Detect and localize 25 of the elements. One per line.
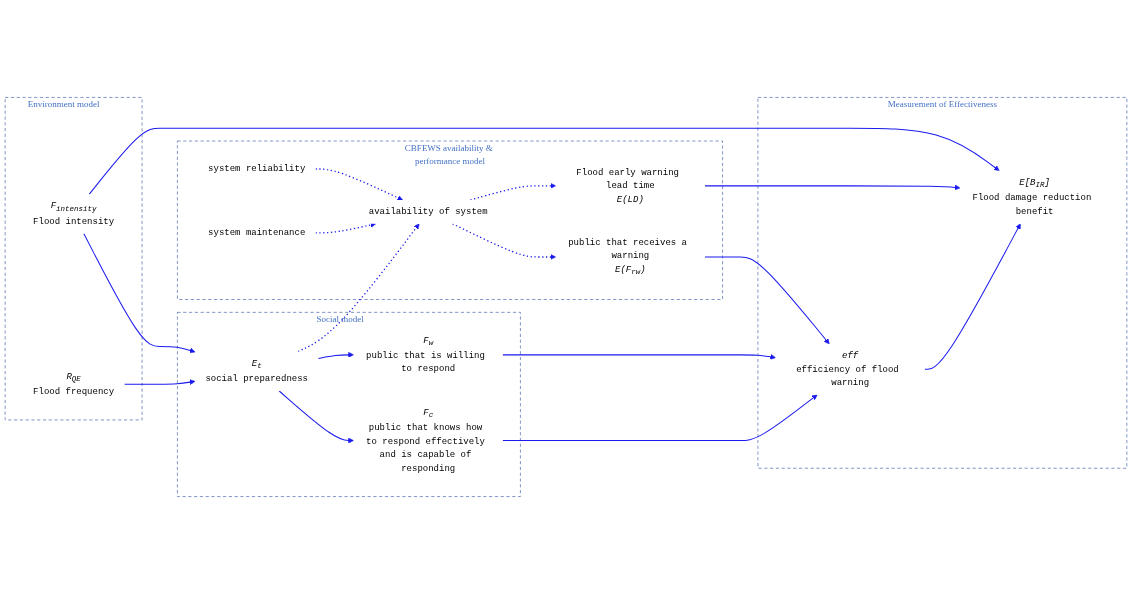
arrow [469,183,557,201]
node-text: system reliability [208,163,306,174]
node-text: public that receives a warning E(F$_{rw}$) [568,236,688,277]
arrow [704,256,830,345]
node-text: eff efficiency of flood warning [796,350,899,388]
node-text: system maintenance [208,227,306,238]
node-text: availability of system [368,206,488,217]
node-text: R$_{QE}$ Flood frequency [33,370,115,397]
arrow [123,379,196,385]
arrow [83,233,196,354]
node-text: Flood early warning lead time E(LD) [576,166,679,205]
arrow [297,223,420,353]
arrow [451,223,557,260]
arrow [502,394,818,442]
node-text: E[B$_{IR}$] Flood damage reduction benefit [972,177,1092,217]
arrow [317,352,354,360]
node-text: F$_{intensity}$ Flood intensity [33,200,115,227]
arrow [704,184,961,191]
node-text: E$_{t}$ social preparedness [205,358,308,384]
arrow [278,390,354,444]
node-text: F$_{w}$ public that is willing to respond [366,334,485,375]
arrow [924,223,1021,370]
arrow [502,354,776,360]
node-text: F$_{c}$ public that knows how to respond effectively and is capable of responding [366,407,485,474]
arrow [88,127,1000,195]
